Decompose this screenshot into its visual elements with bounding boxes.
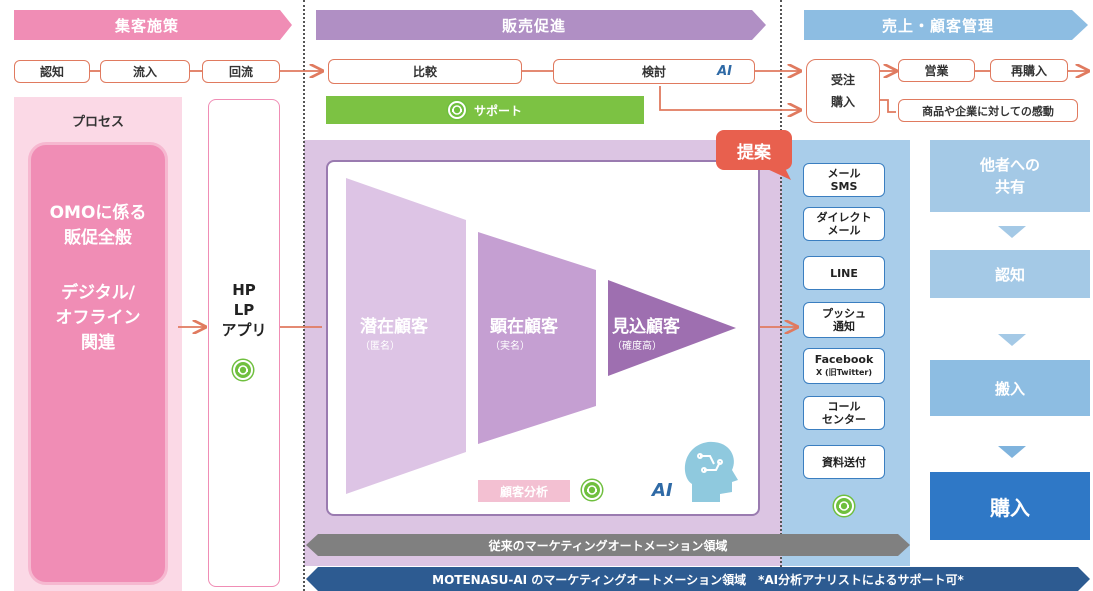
funnel-stage-3-label: 見込顧客: [612, 317, 680, 337]
proposal-callout-tail: [765, 168, 791, 180]
flow-order-purchase: 受注 購入: [806, 59, 880, 123]
funnel-stage-2: [478, 232, 596, 444]
right-carry-in: 搬入: [930, 360, 1090, 416]
process-title: プロセス: [71, 114, 124, 130]
support-bar: サポート: [326, 96, 644, 124]
proposal-callout: 提案: [716, 130, 792, 170]
channel-line: LINE: [803, 256, 885, 290]
process-digital: デジタル/ オフライン 関連: [55, 283, 141, 353]
funnel-stage-3-sub: （確度高）: [612, 341, 662, 352]
channel-facebook-x: Facebook X (旧Twitter): [803, 348, 885, 384]
funnel-stage-2-sub: （実名）: [490, 341, 530, 352]
hp-label: HP LP アプリ: [221, 281, 267, 339]
channel-push: プッシュ 通知: [803, 302, 885, 338]
channel-document-send: 資料送付: [803, 445, 885, 479]
funnel-label-2: 顕在顧客 （実名）: [490, 312, 558, 352]
hp-box: [208, 99, 280, 587]
right-arrow-3: [998, 446, 1026, 458]
process-box: OMOに係る 販促全般 デジタル/ オフライン 関連: [28, 142, 168, 585]
header-arrow-attract: [14, 10, 292, 40]
funnel-stage-1: [346, 178, 466, 494]
channel-facebook-label: Facebook: [814, 353, 874, 366]
header-arrows: [14, 10, 1088, 40]
channel-support-icon: [834, 496, 854, 516]
traditional-bar-label: 従来のマーケティングオートメーション領域: [488, 538, 728, 553]
funnel-stage-1-sub: （匿名）: [360, 341, 400, 352]
traditional-bar: [306, 534, 910, 556]
support-bar-label: サポート: [473, 103, 522, 118]
funnel-label-1: 潜在顧客 （匿名）: [360, 312, 428, 352]
header-attract: 集客施策: [114, 16, 179, 35]
funnel-shapes: [346, 178, 736, 494]
customer-analysis-tag: 顧客分析: [478, 480, 570, 502]
channel-x-label: X (旧Twitter): [816, 368, 872, 377]
right-awareness: 認知: [930, 250, 1090, 298]
funnel-stage-2-label: 顕在顧客: [490, 317, 558, 337]
right-arrow-2: [998, 334, 1026, 346]
funnel-label-3: 見込顧客 （確度高）: [612, 312, 680, 352]
header-arrow-promote: [316, 10, 766, 40]
ai-head-icon: [684, 441, 738, 502]
flow-inflow: 流入: [100, 60, 190, 83]
header-arrow-sales: [804, 10, 1088, 40]
flow-awareness: 認知: [14, 60, 90, 83]
ai-label: AI: [652, 480, 673, 501]
motenasu-bar-label: MOTENASU-AI のマーケティングオートメーション領域 *AI分析アナリス…: [432, 572, 964, 587]
right-arrow-1: [998, 226, 1026, 238]
flow-compare: 比較: [328, 59, 522, 84]
channel-direct-mail: ダイレクト メール: [803, 207, 885, 241]
analysis-support-icon: [582, 480, 602, 500]
channel-email-sms: メール SMS: [803, 163, 885, 197]
hp-support-icon: [233, 360, 253, 380]
process-omo: OMOに係る 販促全般: [49, 203, 147, 248]
flow-impression: 商品や企業に対しての感動: [898, 99, 1078, 122]
divider-right: [780, 0, 782, 591]
right-purchase: 購入: [930, 472, 1090, 540]
funnel-stage-3: [608, 280, 736, 376]
flow-circulation: 回流: [202, 60, 280, 83]
flow-consider-label: 検討: [641, 65, 666, 79]
funnel-stage-1-label: 潜在顧客: [360, 317, 428, 337]
support-headset-icon: [447, 101, 466, 119]
header-sales: 売上・顧客管理: [881, 16, 994, 35]
header-promote: 販売促進: [501, 16, 566, 35]
channel-call-center: コール センター: [803, 396, 885, 430]
flow-consider: 検討 AI: [553, 59, 755, 84]
flow-sales-visit: 営業: [898, 59, 975, 82]
motenasu-bar: [306, 567, 1090, 591]
right-share: 他者への 共有: [930, 140, 1090, 212]
ai-badge: AI: [717, 64, 732, 79]
flow-repurchase: 再購入: [990, 59, 1068, 82]
divider-left: [303, 0, 305, 591]
